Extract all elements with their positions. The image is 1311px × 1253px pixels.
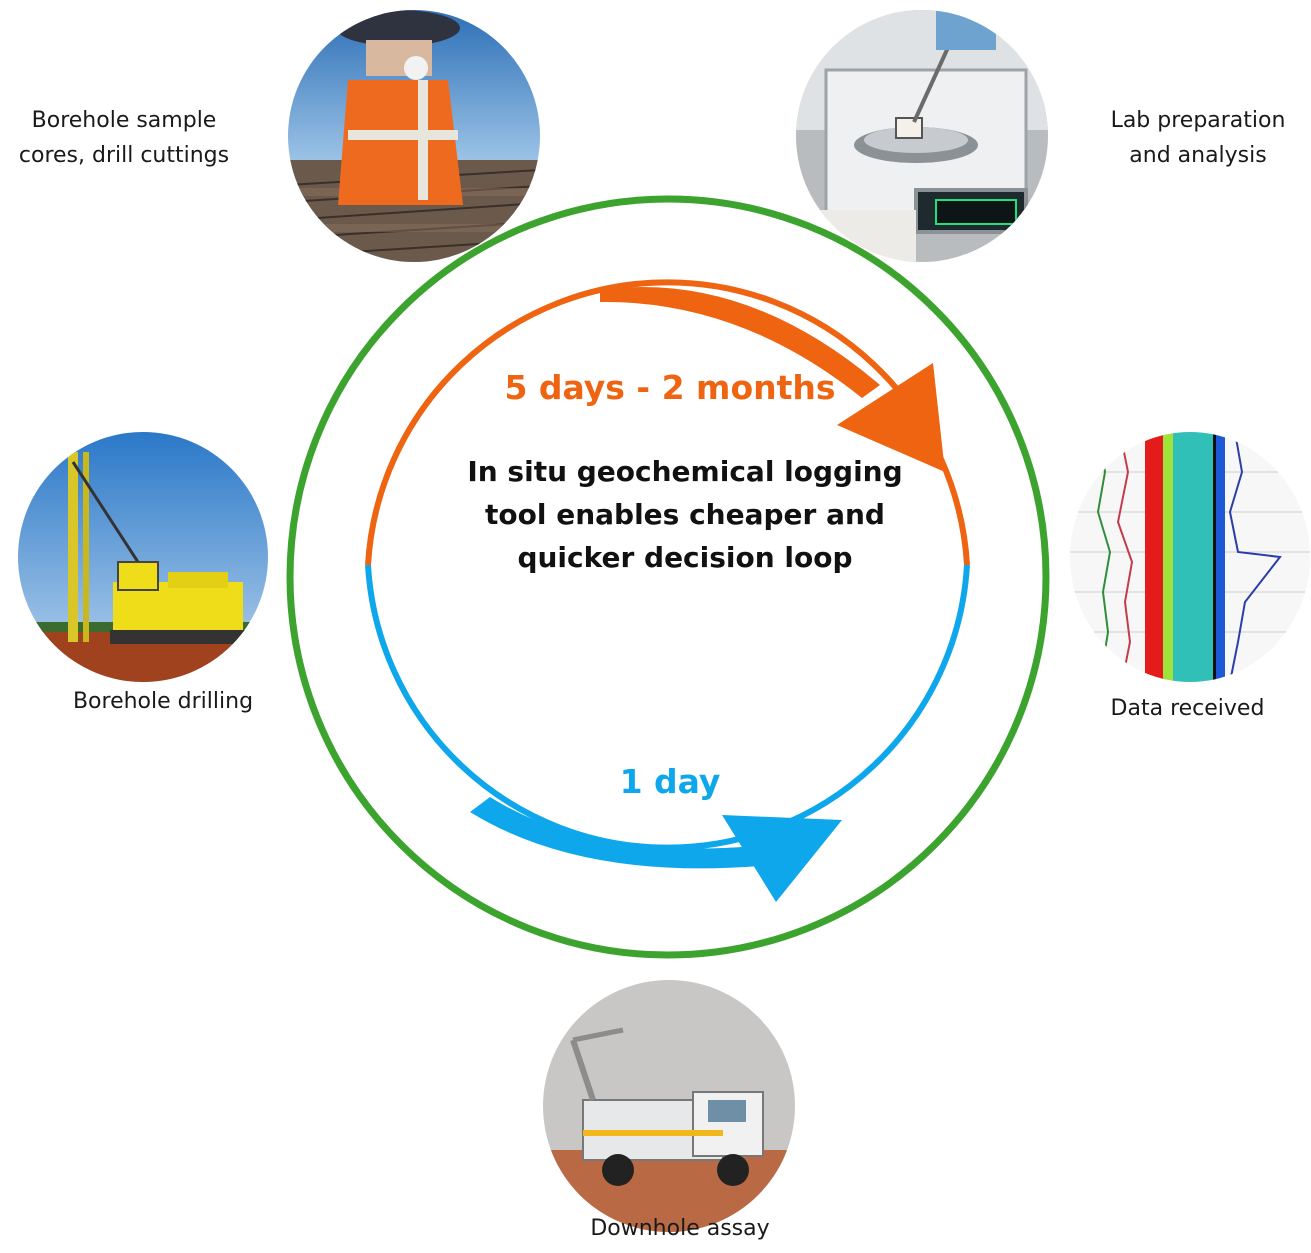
outer-loop-ring [286,195,1050,959]
stage-label-lab: Lab preparation and analysis [1110,108,1286,168]
stage-label-sample: Borehole sample cores, drill cuttings [18,108,230,168]
lab-analysis-photo [796,10,1048,262]
fast-loop-arc [365,564,970,851]
stage-label-data: Data received [1110,696,1265,721]
fast-loop-arrow [470,797,842,902]
downhole-truck-photo [543,980,795,1232]
slow-loop-label: 5 days - 2 months [504,368,836,407]
stage-label-drilling: Borehole drilling [72,689,254,714]
sample-cores-photo [288,10,540,262]
slow-loop-arrow [600,287,945,472]
stage-label-downhole: Downhole assay [590,1216,770,1241]
center-description: In situ geochemical logging tool enables… [467,455,903,574]
fast-loop-label: 1 day [619,762,721,801]
data-log-photo [1070,432,1310,682]
drilling-rig-photo [18,432,268,682]
